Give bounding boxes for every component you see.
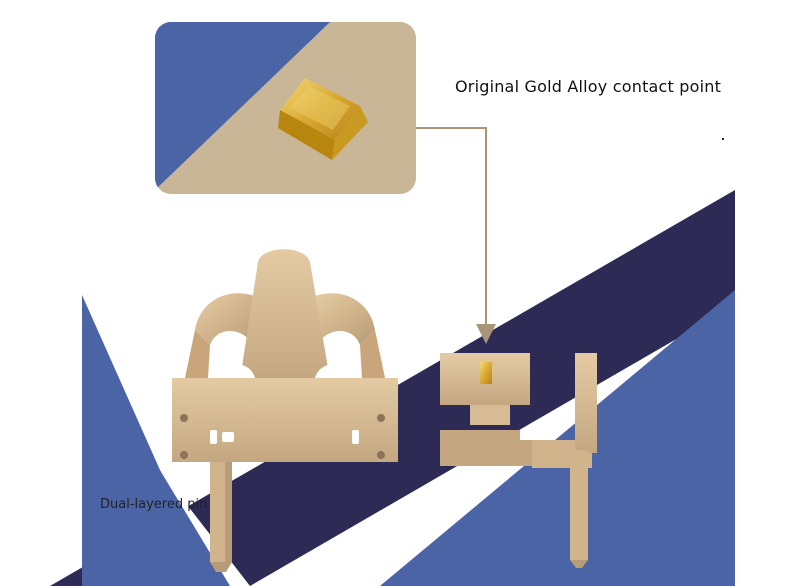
blue-band-left bbox=[82, 295, 230, 586]
screw-icon bbox=[377, 414, 385, 422]
pointer-arrow bbox=[416, 127, 496, 344]
contact-point-caption: Original Gold Alloy contact point bbox=[455, 77, 722, 96]
gold-contact-icon bbox=[278, 78, 368, 160]
screw-icon bbox=[180, 451, 188, 459]
gold-contact-point-icon bbox=[480, 362, 492, 384]
blue-band-right bbox=[380, 290, 735, 586]
screw-icon bbox=[377, 451, 385, 459]
pin-right bbox=[570, 450, 588, 560]
contact-inset-card bbox=[155, 22, 416, 194]
screw-icon bbox=[180, 414, 188, 422]
battery-clip-component bbox=[172, 249, 398, 572]
stray-dot bbox=[722, 138, 724, 140]
pin-caption: Dual-layered pin bbox=[100, 497, 208, 512]
contact-assembly-component bbox=[440, 353, 597, 568]
